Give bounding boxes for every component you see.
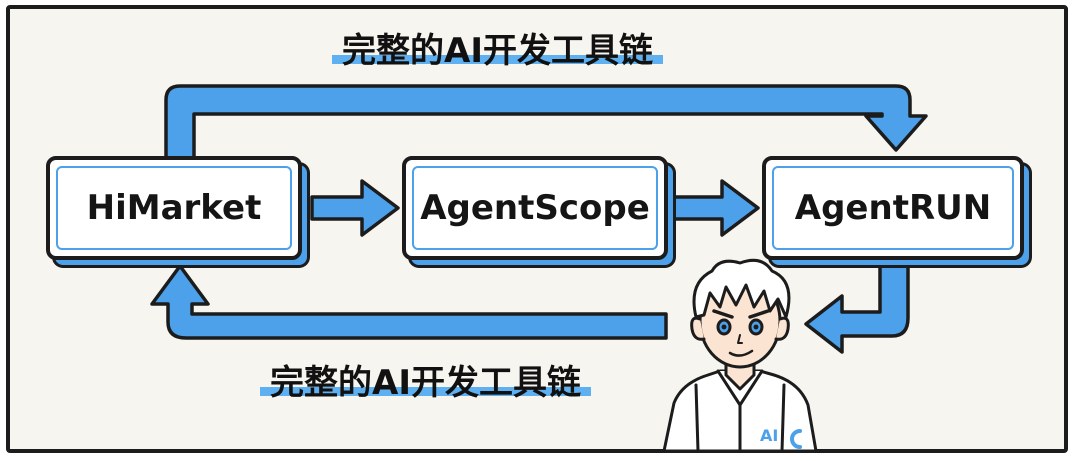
node-himarket: HiMarket	[46, 156, 302, 260]
arrow-agentscope-to-agentrun	[672, 179, 760, 237]
developer-illustration: AI	[662, 258, 818, 451]
node-himarket-label: HiMarket	[86, 188, 262, 228]
node-agentscope-label: AgentScope	[420, 188, 650, 228]
arrow-himarket-to-agentscope	[310, 179, 400, 237]
bottom-chain-title: 完整的AI开发工具链	[260, 366, 591, 400]
return-arrow-from-agentrun	[804, 260, 910, 354]
hair	[692, 258, 791, 319]
top-chain-title: 完整的AI开发工具链	[332, 34, 663, 68]
top-loop-arrow	[164, 84, 928, 160]
node-agentrun-label: AgentRUN	[794, 188, 992, 228]
node-agentscope: AgentScope	[402, 156, 668, 260]
return-arrow-to-himarket	[150, 264, 668, 340]
node-agentrun: AgentRUN	[762, 156, 1024, 260]
jacket-badge: AI	[760, 426, 778, 445]
